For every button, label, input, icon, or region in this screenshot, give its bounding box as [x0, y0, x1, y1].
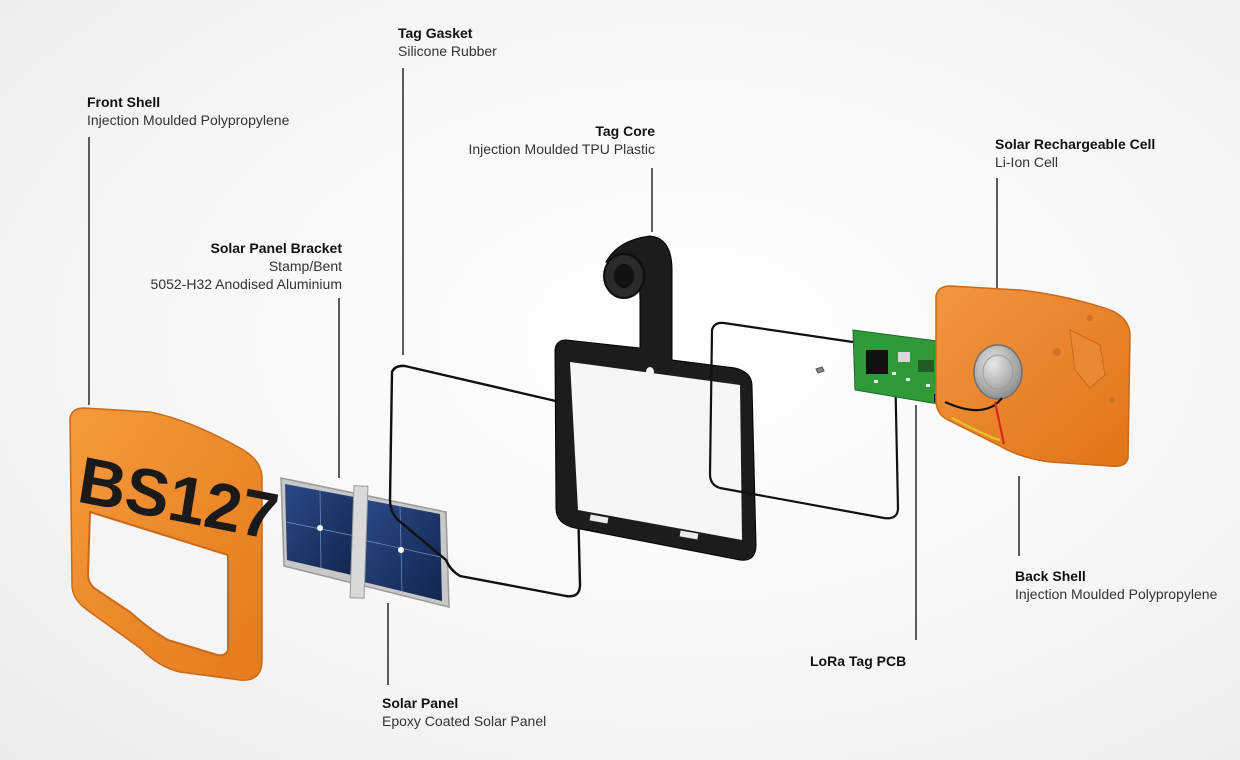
front-shell-title: Front Shell [87, 94, 161, 110]
back-shell-sub: Injection Moulded Polypropylene [1015, 586, 1218, 602]
tag-core-label: Tag Core Injection Moulded TPU Plastic [440, 122, 656, 158]
solar-rechargeable-cell [973, 344, 1023, 400]
back-shell [935, 285, 1131, 468]
solar-cell-title: Solar Rechargeable Cell [995, 136, 1156, 152]
front-shell-label: Front Shell Injection Moulded Polypropyl… [87, 93, 289, 129]
tag-gasket-title: Tag Gasket [398, 25, 473, 41]
solar-bracket-sub2: 5052-H32 Anodised Aluminium [150, 276, 342, 292]
solar-panel-sub: Epoxy Coated Solar Panel [382, 713, 547, 729]
tag-gasket-sub: Silicone Rubber [398, 43, 497, 59]
solar-panel-label: Solar Panel Epoxy Coated Solar Panel [382, 694, 546, 730]
screw [815, 366, 825, 374]
back-shell-label: Back Shell Injection Moulded Polypropyle… [1015, 567, 1217, 603]
solar-bracket-label: Solar Panel Bracket Stamp/Bent 5052-H32 … [120, 239, 342, 293]
lora-pcb-title: LoRa Tag PCB [810, 653, 907, 669]
front-shell: BS127 [69, 407, 283, 681]
pcb-gasket [708, 321, 900, 520]
wires [944, 397, 1003, 412]
solar-cell-sub: Li-Ion Cell [995, 154, 1059, 170]
tag-gasket-label: Tag Gasket Silicone Rubber [398, 24, 497, 60]
solar-bracket-sub1: Stamp/Bent [268, 258, 342, 274]
lora-pcb-label: LoRa Tag PCB [810, 652, 906, 670]
solar-panel-title: Solar Panel [382, 695, 459, 711]
front-shell-sub: Injection Moulded Polypropylene [87, 112, 290, 128]
tag-core-title: Tag Core [595, 123, 655, 139]
tag-core-sub: Injection Moulded TPU Plastic [468, 141, 656, 157]
tag-core [554, 235, 757, 561]
solar-cell-label: Solar Rechargeable Cell Li-Ion Cell [995, 135, 1155, 171]
back-shell-title: Back Shell [1015, 568, 1086, 584]
solar-bracket-title: Solar Panel Bracket [210, 240, 342, 256]
tag-gasket [388, 364, 582, 598]
solar-panel [280, 477, 450, 608]
